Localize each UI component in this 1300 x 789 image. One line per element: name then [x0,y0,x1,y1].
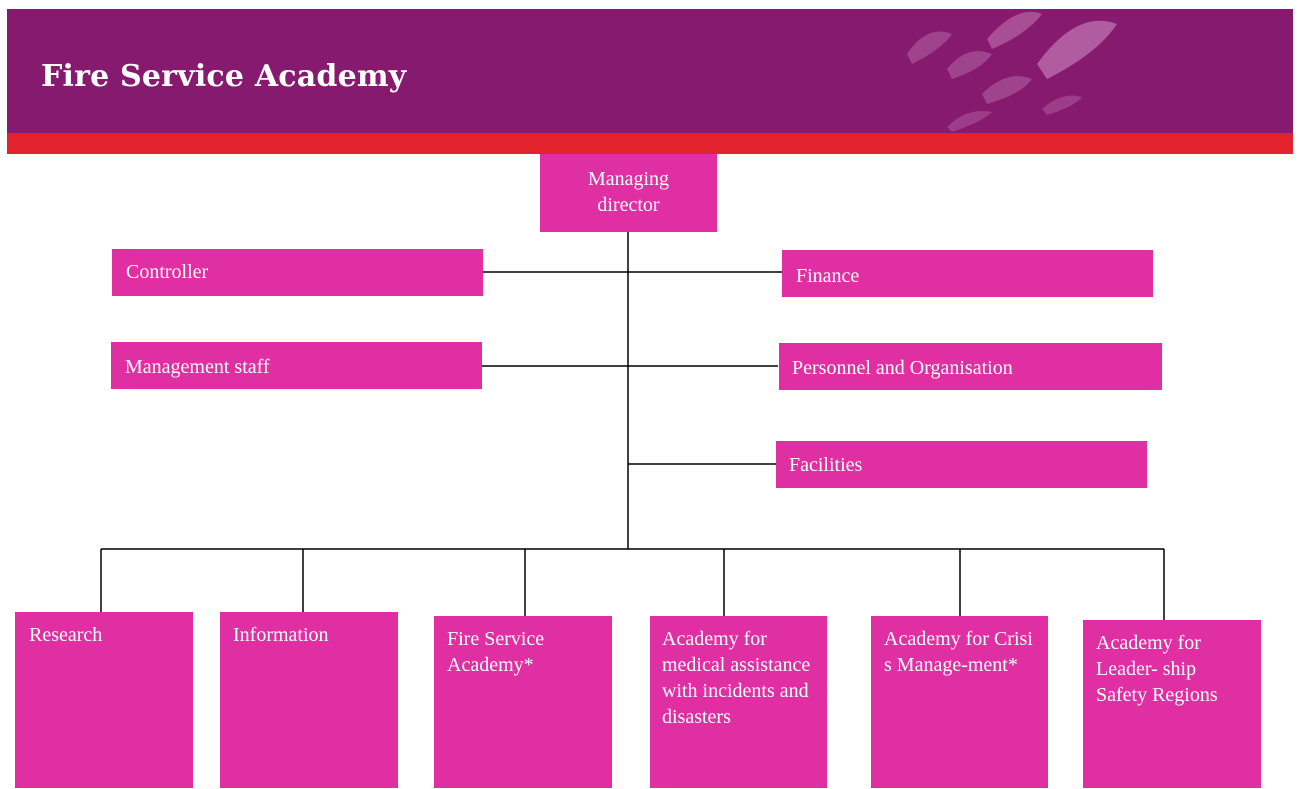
controller-box: Controller [112,249,483,296]
research-label: Research [29,624,103,646]
facilities-box: Facilities [776,441,1147,488]
managing-director-box: Managing director [540,154,717,232]
management-staff-label: Management staff [125,356,270,378]
personnel-organisation-box: Personnel and Organisation [779,343,1162,390]
header-banner: Fire Service Academy [7,9,1293,133]
information-box: Information [220,612,398,788]
controller-label: Controller [126,261,209,283]
research-box: Research [15,612,193,788]
leadership-academy-label: Academy for Leader- ship Safety Regions [1096,632,1218,706]
managing-director-label: Managing director [587,168,670,216]
medical-assistance-academy-label: Academy for medical assistance with inci… [662,628,811,728]
crisis-management-academy-label: Academy for Crisis Manage-ment* [884,628,1033,676]
fire-service-academy-label: Fire Service Academy* [447,628,545,676]
page-title: Fire Service Academy [41,59,407,94]
crisis-management-academy-box: Academy for Crisis Manage-ment* [871,616,1048,788]
personnel-organisation-label: Personnel and Organisation [792,357,1013,379]
facilities-label: Facilities [789,454,863,476]
finance-label: Finance [796,265,860,287]
management-staff-box: Management staff [111,342,482,389]
leadership-academy-box: Academy for Leader- ship Safety Regions [1083,620,1261,788]
finance-box: Finance [782,250,1153,297]
fire-service-academy-box: Fire Service Academy* [434,616,612,788]
header-stripe [7,133,1293,154]
medical-assistance-academy-box: Academy for medical assistance with inci… [650,616,827,788]
swoosh-decoration [907,11,1117,132]
information-label: Information [233,624,329,646]
